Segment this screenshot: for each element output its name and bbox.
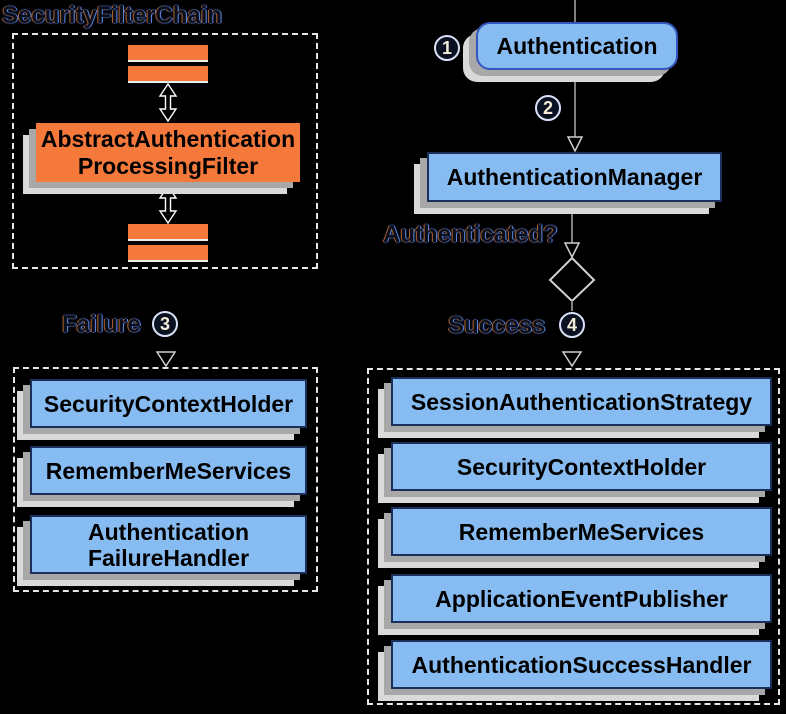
success-handler-authentication-success-handler-box: AuthenticationSuccessHandler [391, 640, 772, 689]
handler-label: SessionAuthenticationStrategy [410, 388, 753, 415]
authentication-to-manager-arrowhead [566, 136, 584, 153]
failure-handler-remember-me-services-box: RememberMeServices [30, 446, 307, 495]
step-3-badge: 3 [152, 311, 178, 337]
success-handler-remember-me-services-box: RememberMeServices [391, 507, 772, 556]
authentication-label: Authentication [496, 33, 658, 59]
authenticated-question-label: Authenticated? [383, 221, 558, 248]
filter-bar [128, 66, 208, 83]
success-handler-session-authentication-strategy-box: SessionAuthenticationStrategy [391, 377, 772, 426]
filter-bar [128, 224, 208, 241]
step-1-badge: 1 [434, 35, 460, 61]
handler-label: FailureHandler [87, 544, 250, 571]
handler-label: RememberMeServices [458, 518, 705, 545]
handler-label: AuthenticationSuccessHandler [411, 651, 752, 678]
success-handler-security-context-holder-box: SecurityContextHolder [391, 442, 772, 491]
filter-bar [128, 45, 208, 62]
step-2-badge: 2 [535, 95, 561, 121]
handler-label: SecurityContextHolder [456, 453, 707, 480]
success-label: Success [448, 312, 546, 339]
success-branch-arrowhead [561, 351, 583, 368]
handler-label: RememberMeServices [45, 457, 292, 484]
failure-label: Failure [62, 311, 141, 338]
filter-label-line1: AbstractAuthentication [40, 125, 296, 152]
success-handler-application-event-publisher-box: ApplicationEventPublisher [391, 574, 772, 623]
authentication-manager-box: AuthenticationManager [427, 152, 722, 202]
handler-label: ApplicationEventPublisher [435, 585, 728, 612]
abstract-authentication-processing-filter-box: AbstractAuthentication ProcessingFilter [36, 123, 300, 182]
authentication-box: Authentication [476, 22, 678, 70]
security-filter-chain-title: SecurityFilterChain [2, 2, 223, 29]
filter-bar [128, 245, 208, 262]
failure-handler-security-context-holder-box: SecurityContextHolder [30, 379, 307, 428]
security-filter-chain-container [12, 33, 318, 269]
filter-label-line2: ProcessingFilter [77, 152, 259, 179]
handler-label: Authentication [88, 518, 249, 545]
authenticated-decision-diamond [548, 256, 596, 303]
authentication-manager-label: AuthenticationManager [446, 164, 703, 190]
handler-label: SecurityContextHolder [43, 390, 294, 417]
failure-handlers-container [13, 367, 318, 592]
success-handlers-container [367, 368, 780, 705]
manager-to-decision-arrowhead [563, 242, 581, 259]
failure-branch-arrowhead [155, 351, 177, 368]
step-4-badge: 4 [559, 312, 585, 338]
